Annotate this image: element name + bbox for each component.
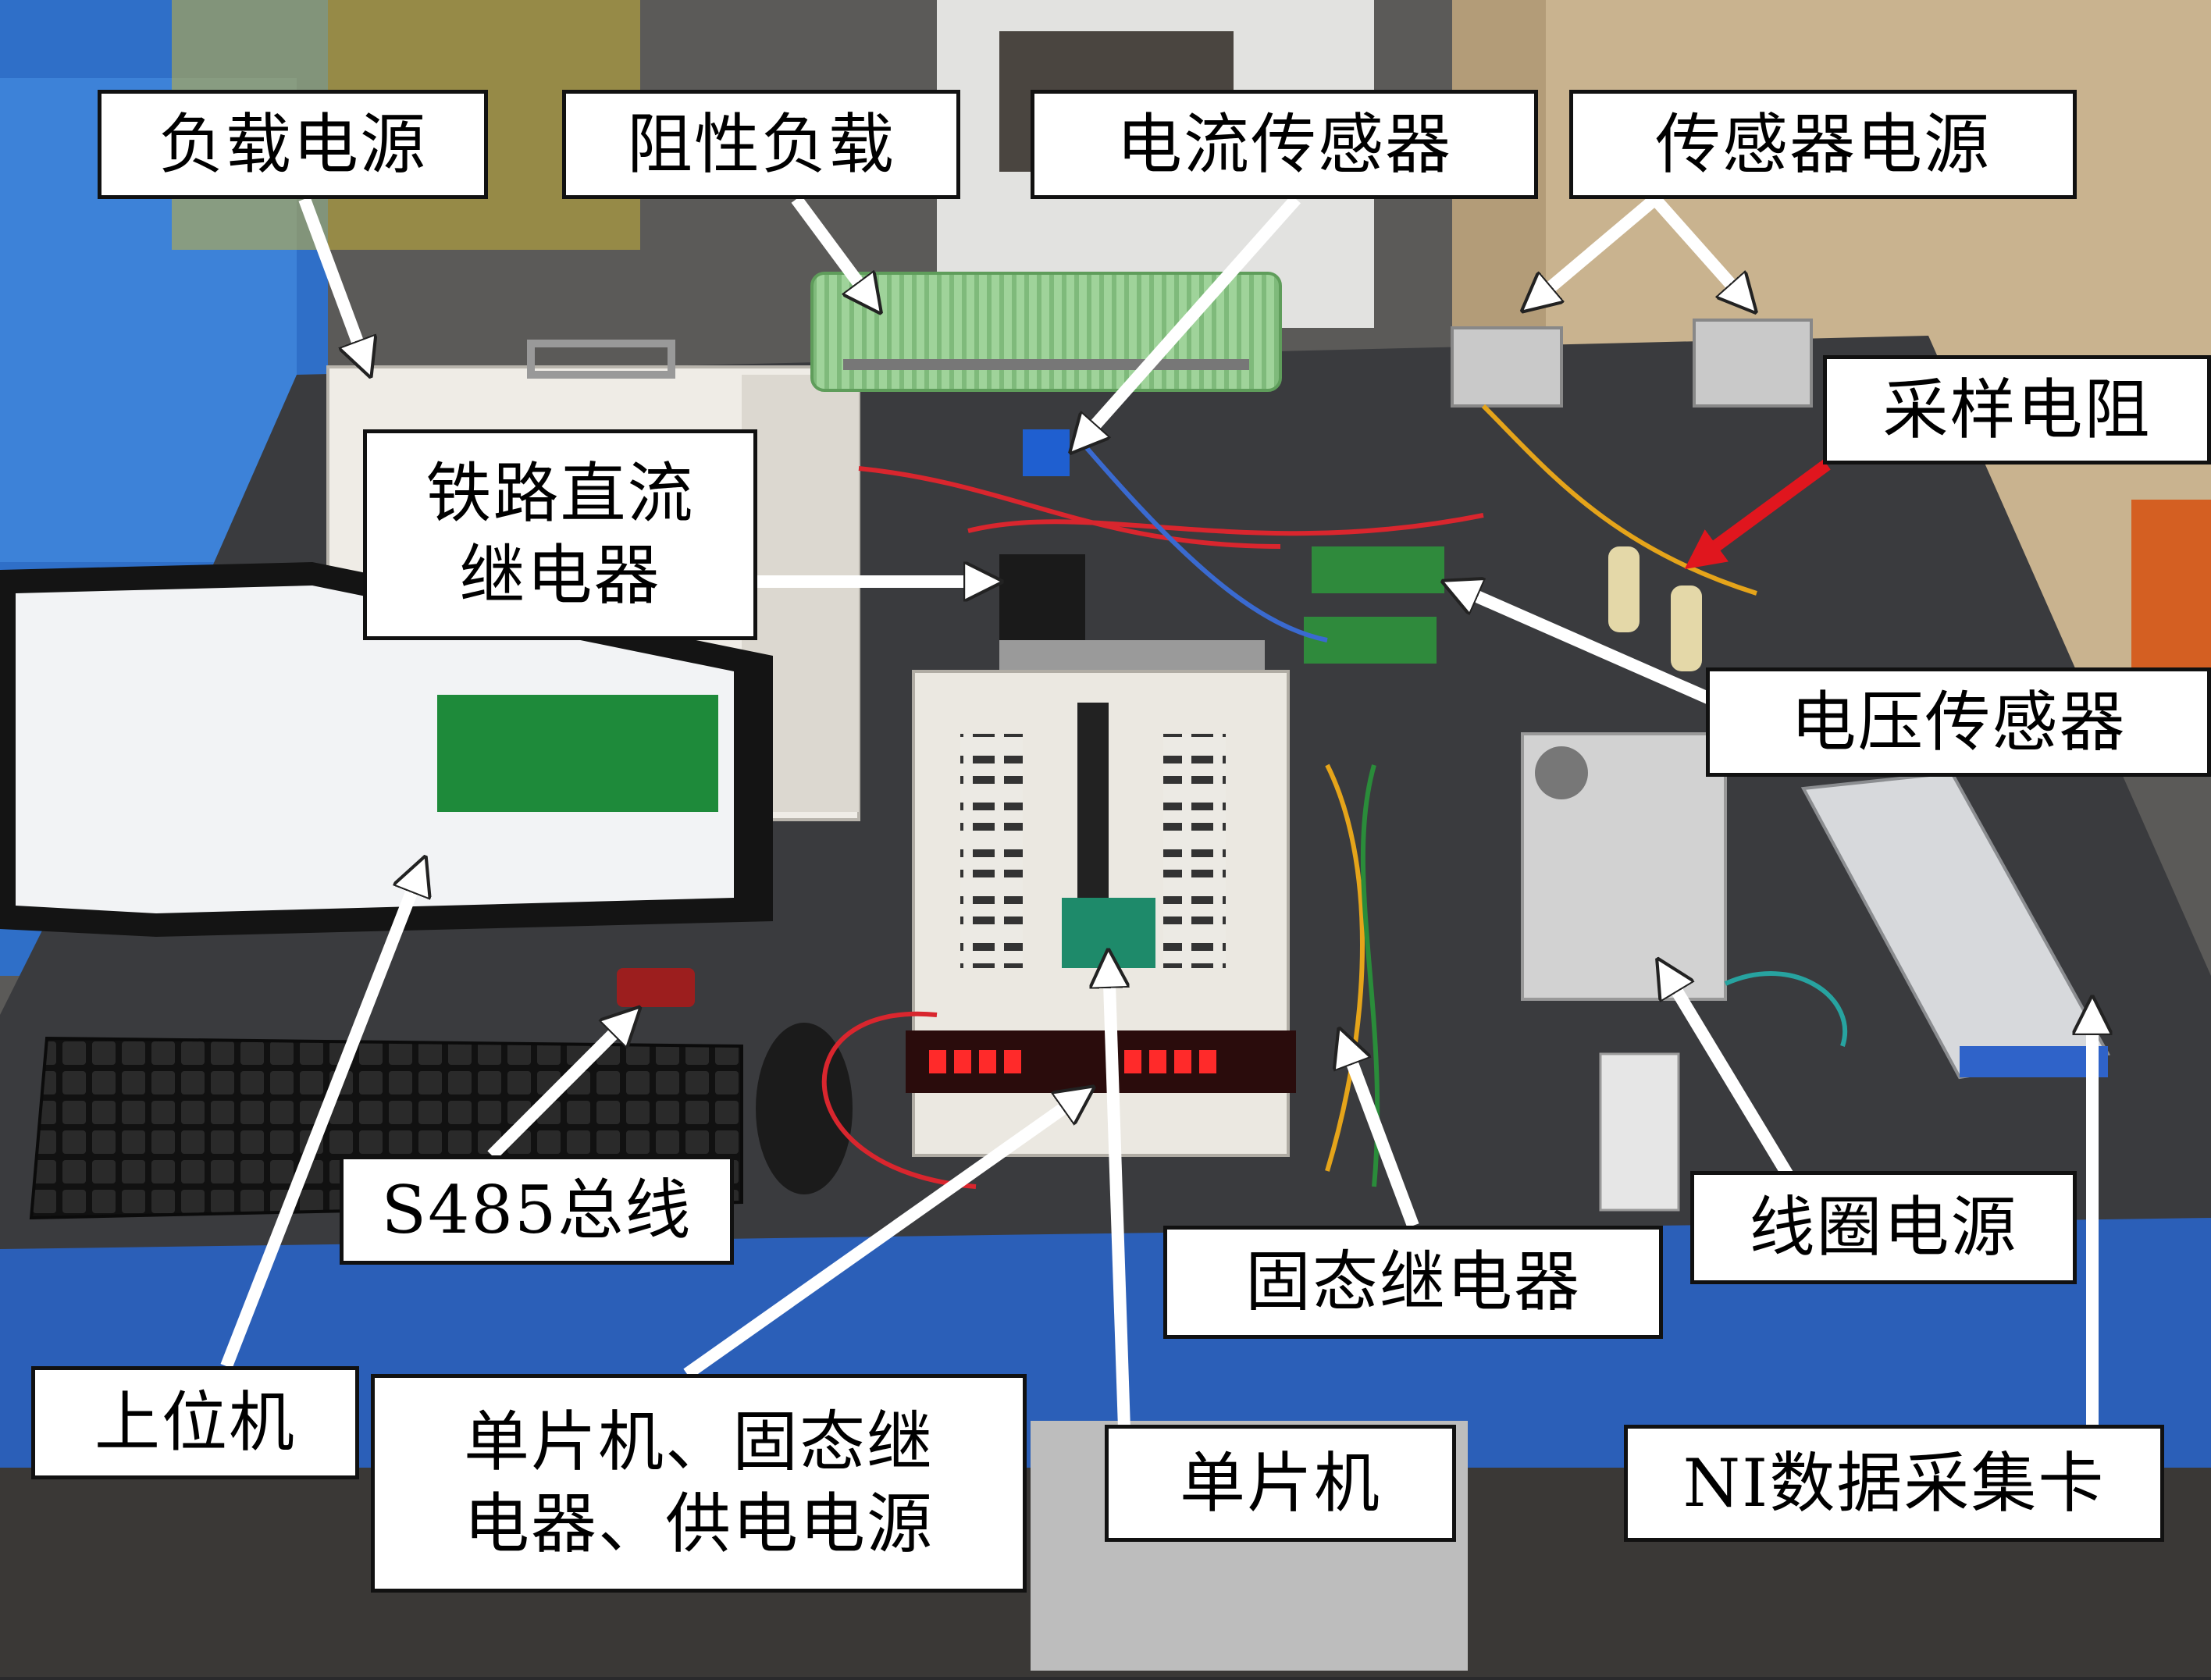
rs485-adapter: [617, 968, 695, 1007]
sampling-resistor-2: [1671, 586, 1702, 671]
arrow-mcu: [1109, 960, 1130, 1429]
arrow-mcu-ssr-power: [683, 1093, 1085, 1379]
label-current-sensor: 电流传感器: [1031, 90, 1538, 199]
display-digits: [929, 1050, 1216, 1073]
arrow-sensor-power-right: [1650, 194, 1749, 304]
label-mcu-ssr-power: 单片机、固态继 电器、供电电源: [371, 1374, 1027, 1593]
sensor-power-supply-left: [1451, 326, 1563, 408]
label-resistive-load: 阻性负载: [562, 90, 960, 199]
sensor-power-supply-right: [1693, 319, 1813, 408]
label-railway-dc-relay: 铁路直流 继电器: [363, 429, 757, 640]
voltage-sensor-board-1: [1312, 546, 1444, 593]
arrow-sensor-power-left: [1530, 194, 1660, 304]
arrow-sampling-resistor: [1684, 459, 1831, 570]
circuit-breaker: [1599, 1052, 1680, 1212]
arrow-load-power: [298, 197, 367, 367]
label-sampling-resistor: 采样电阻: [1823, 355, 2211, 464]
label-mcu: 单片机: [1105, 1425, 1456, 1542]
label-load-power: 负载电源: [98, 90, 488, 199]
resistive-load-rail: [843, 359, 1249, 370]
arrow-resistive-load: [791, 195, 874, 304]
label-solid-state-relay: 固态继电器: [1163, 1226, 1663, 1339]
annotation-arrows: [220, 194, 2092, 1429]
relay-block: [999, 554, 1085, 648]
monitor-screen: [16, 586, 734, 913]
mouse: [756, 1023, 853, 1194]
monitor-waveform: [437, 695, 718, 812]
sampling-resistor-1: [1608, 546, 1640, 632]
coil-power-supply-fan: [1535, 746, 1588, 799]
arrow-current-sensor: [1077, 194, 1301, 445]
current-sensor-block: [1023, 429, 1070, 476]
label-coil-power: 线圈电源: [1690, 1171, 2077, 1284]
arrow-rs485: [487, 1015, 632, 1160]
arrow-voltage-sensor: [1452, 586, 1713, 705]
label-ni-daq: NI数据采集卡: [1624, 1425, 2164, 1542]
label-sensor-power: 传感器电源: [1569, 90, 2077, 199]
ni-daq-base: [1960, 1046, 2108, 1077]
dc-power-supply-vents-left: [960, 734, 1023, 968]
load-power-supply-handle: [527, 340, 675, 379]
dc-power-supply-vents-right: [1163, 734, 1226, 968]
mcu-board: [1062, 898, 1155, 968]
arrow-host-computer: [220, 867, 422, 1369]
label-rs485-bus: S485总线: [340, 1155, 734, 1265]
arrow-ssr: [1343, 1038, 1419, 1228]
label-voltage-sensor: 电压传感器: [1706, 667, 2211, 777]
label-host-computer: 上位机: [31, 1366, 359, 1479]
arrow-coil-power: [1663, 968, 1793, 1179]
